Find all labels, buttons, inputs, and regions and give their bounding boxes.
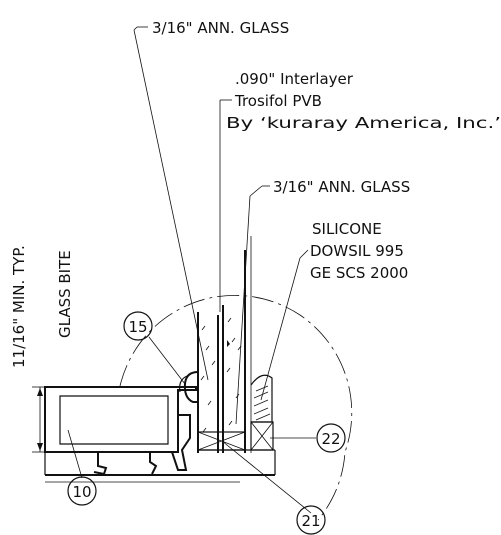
glass-hatch-1 bbox=[200, 325, 216, 433]
label-silicone-3: GE SCS 2000 bbox=[310, 264, 408, 282]
silicone-bead bbox=[250, 374, 274, 451]
detail-circle bbox=[119, 294, 353, 521]
label-dim-bite: 11/16" MIN. TYP. bbox=[10, 245, 28, 368]
label-interlayer-3: By ‘kuraray America, Inc.’ bbox=[226, 114, 501, 132]
label-glass-mid: 3/16" ANN. GLASS bbox=[273, 178, 410, 196]
setting-block bbox=[197, 431, 246, 451]
tag-21: 21 bbox=[296, 505, 326, 535]
svg-text:21: 21 bbox=[301, 512, 320, 530]
label-interlayer-1: .090" Interlayer bbox=[235, 70, 354, 88]
tag-22: 22 bbox=[316, 423, 346, 453]
label-glass-top: 3/16" ANN. GLASS bbox=[152, 19, 289, 37]
label-glass-bite: GLASS BITE bbox=[56, 250, 74, 338]
leaders bbox=[67, 26, 316, 514]
svg-text:10: 10 bbox=[72, 483, 91, 501]
frame-extrusion bbox=[44, 386, 276, 483]
glass-panes bbox=[197, 236, 252, 453]
dimension-glass-bite bbox=[32, 386, 48, 453]
label-silicone-1: SILICONE bbox=[312, 220, 382, 238]
label-silicone-2: DOWSIL 995 bbox=[310, 242, 404, 260]
svg-text:22: 22 bbox=[321, 430, 340, 448]
tag-10: 10 bbox=[67, 476, 97, 506]
svg-text:15: 15 bbox=[128, 318, 147, 336]
tag-15: 15 bbox=[123, 311, 153, 341]
label-interlayer-2: Trosifol PVB bbox=[234, 92, 322, 110]
glass-mark bbox=[227, 340, 230, 347]
